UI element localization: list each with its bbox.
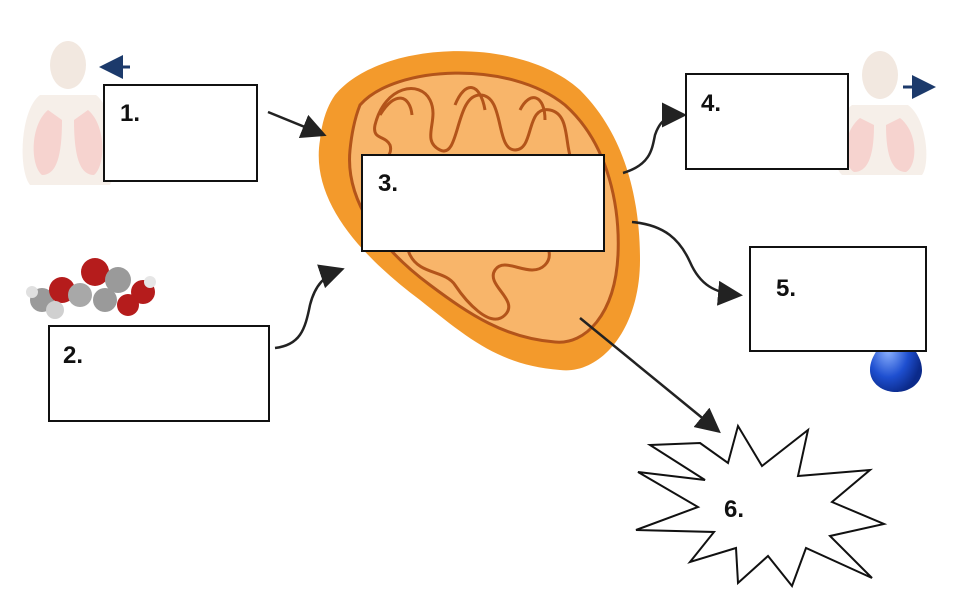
lungs-exhale-icon	[834, 51, 927, 175]
label-1: 1.	[120, 100, 141, 127]
box-1	[103, 84, 258, 182]
label-6: 6.	[724, 496, 745, 523]
label-3: 3.	[378, 170, 399, 197]
glucose-molecule-icon	[26, 258, 156, 319]
box-5	[749, 246, 927, 352]
box-2	[48, 325, 270, 422]
arrow-2-to-3	[274, 264, 345, 350]
water-drop-icon	[870, 322, 922, 392]
label-2: 2.	[63, 342, 84, 369]
energy-burst-icon	[635, 423, 888, 589]
arrow-3-to-6	[579, 317, 721, 434]
lungs-inhale-icon	[22, 41, 115, 185]
box-3	[361, 154, 605, 252]
box-4	[685, 73, 849, 170]
label-5: 5.	[776, 275, 797, 302]
arrow-3-to-4	[622, 102, 687, 175]
label-4: 4.	[701, 90, 722, 117]
arrow-1-to-3	[267, 110, 327, 139]
arrow-3-to-5	[631, 220, 743, 306]
